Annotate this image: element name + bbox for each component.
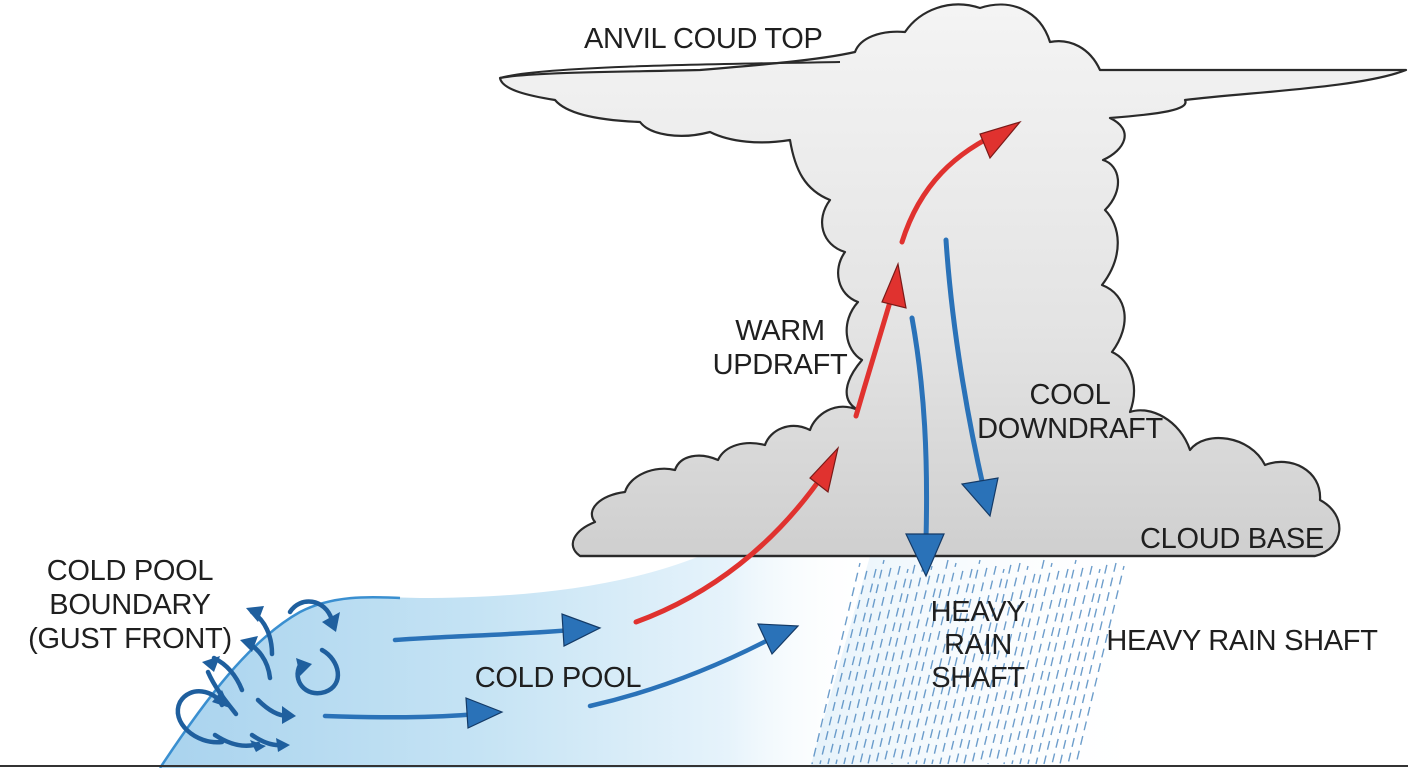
rain-streak [891, 568, 941, 765]
rain-streak [1035, 562, 1085, 765]
rain-streak [947, 565, 997, 765]
rain-streak [987, 568, 1037, 765]
rain-streak [931, 559, 981, 765]
warm-updraft-arrowheads [809, 120, 1022, 494]
label-heavy-rain-shaft-inner-line1: HEAVY [931, 596, 1026, 628]
updraft-arrowhead-upper [979, 120, 1022, 160]
outflow-arrow-right [587, 635, 775, 709]
rain-streak [1027, 559, 1077, 765]
updraft-arrowhead-lower [809, 445, 840, 494]
label-cool-downdraft-line1: COOL [1030, 379, 1111, 411]
outflow-arrowhead-right [757, 623, 800, 656]
rain-streak [811, 562, 861, 765]
rain-streaks [811, 559, 1125, 765]
updraft-arrowhead-middle [881, 261, 907, 309]
label-cold-pool-boundary-line1: COLD POOL [47, 555, 214, 587]
cool-downdraft-arrowheads [905, 477, 999, 578]
label-anvil-top: ANVIL COUD TOP [584, 23, 823, 55]
rain-streak [971, 562, 1021, 765]
rain-streak [1059, 559, 1109, 765]
outflow-arrow-bottom [322, 711, 481, 720]
swirl-1 [175, 689, 225, 745]
label-cold-pool-boundary-line3: (GUST FRONT) [28, 623, 232, 655]
rain-streak [827, 568, 877, 765]
rain-streak [963, 559, 1013, 765]
rain-streak [1075, 565, 1125, 765]
cloud-body [498, 3, 1408, 558]
rain-streak [915, 565, 965, 765]
rain-streak [851, 565, 901, 765]
label-cold-pool: COLD POOL [475, 662, 642, 694]
rain-streak [923, 568, 973, 765]
outflow-arrowhead-top [561, 613, 602, 647]
rain-streak [995, 559, 1045, 765]
outflow-arrow-top [392, 627, 575, 643]
rain-streak [1043, 565, 1093, 765]
label-cloud-base: CLOUD BASE [1140, 523, 1324, 555]
cold-pool-flow-arrows [322, 627, 775, 720]
rain-streak [875, 562, 925, 765]
swirl-9 [295, 647, 341, 696]
rain-streak [883, 565, 933, 765]
rain-streak [1051, 568, 1101, 765]
updraft-arrow-lower [633, 469, 828, 625]
cold-pool-flow-arrowheads [465, 613, 800, 729]
rain-streak [979, 565, 1029, 765]
rain-streak [819, 565, 869, 765]
label-warm-updraft-line2: UPDRAFT [713, 349, 848, 381]
downdraft-arrow-left [909, 315, 930, 543]
label-heavy-rain-shaft-inner-line3: SHAFT [931, 662, 1025, 694]
anvil-left-edge [499, 61, 841, 79]
rain-streak [859, 568, 909, 765]
downdraft-arrowhead-left [905, 533, 945, 578]
rain-streak [835, 559, 885, 765]
rain-streak [907, 562, 957, 765]
rain-streak [867, 559, 917, 765]
rain-streak [955, 568, 1005, 765]
label-warm-updraft-line1: WARM [735, 315, 825, 347]
diagram-labels: ANVIL COUD TOP WARM UPDRAFT COOL DOWNDRA… [28, 23, 1378, 694]
downdraft-arrowhead-right [960, 477, 999, 518]
cool-downdraft-arrows [909, 237, 987, 543]
label-heavy-rain-shaft-outer: HEAVY RAIN SHAFT [1106, 625, 1378, 657]
rain-streak [843, 562, 893, 765]
label-cool-downdraft-line2: DOWNDRAFT [977, 413, 1163, 445]
gust-front-outline [158, 595, 401, 768]
rain-streak [1011, 565, 1061, 765]
label-cold-pool-boundary-line2: BOUNDARY [49, 589, 210, 621]
label-heavy-rain-shaft-inner-line2: RAIN [944, 629, 1012, 661]
rain-streak [1003, 562, 1053, 765]
rain-streak [939, 562, 989, 765]
rain-streak [1067, 562, 1117, 765]
gust-front-swirl-heads [202, 606, 340, 752]
downdraft-arrow-right [943, 237, 987, 493]
rain-streak [1019, 568, 1069, 765]
outflow-arrowhead-bottom [465, 697, 504, 729]
updraft-arrow-middle [853, 289, 896, 419]
swirl-8 [287, 599, 335, 623]
rain-streak [899, 559, 949, 765]
